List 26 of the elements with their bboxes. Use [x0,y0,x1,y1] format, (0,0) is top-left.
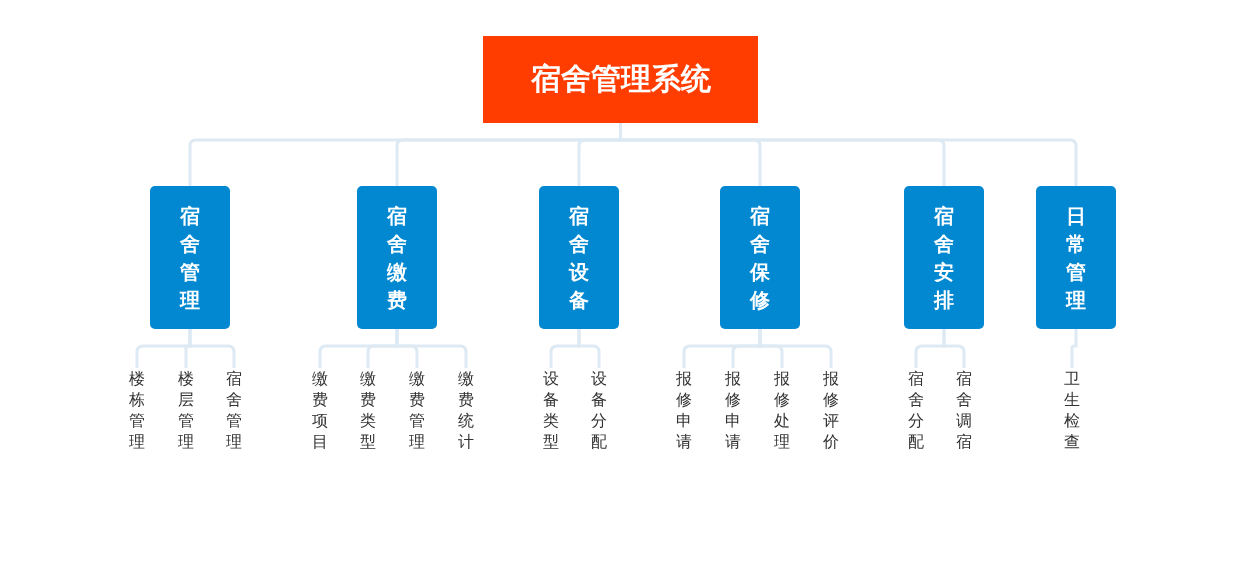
leaf-label: 报修处理 [773,368,791,452]
category-box: 宿舍保修 [720,186,800,329]
connector-line [577,329,601,368]
leaf-label: 宿舍管理 [225,368,243,452]
leaf-label: 设备类型 [542,368,560,452]
leaf-label: 缴费统计 [457,368,475,452]
leaf-label: 设备分配 [590,368,608,452]
leaf-label: 宿舍调宿 [955,368,973,452]
category-box: 宿舍缴费 [357,186,437,329]
leaf-label: 报修申请 [724,368,742,452]
leaf-label: 卫生检查 [1063,368,1081,452]
leaf-label: 报修申请 [675,368,693,452]
leaf-label: 缴费管理 [408,368,426,452]
category-box: 宿舍设备 [539,186,619,329]
connector-line [1070,329,1078,368]
leaf-label: 宿舍分配 [907,368,925,452]
leaf-label: 楼栋管理 [128,368,146,452]
category-box: 宿舍管理 [150,186,230,329]
leaf-label: 楼层管理 [177,368,195,452]
category-box: 日常管理 [1036,186,1116,329]
leaf-label: 缴费类型 [359,368,377,452]
leaf-label: 缴费项目 [311,368,329,452]
leaf-label: 报修评价 [822,368,840,452]
category-box: 宿舍安排 [904,186,984,329]
connector-line [942,329,966,368]
title-box: 宿舍管理系统 [483,36,758,123]
